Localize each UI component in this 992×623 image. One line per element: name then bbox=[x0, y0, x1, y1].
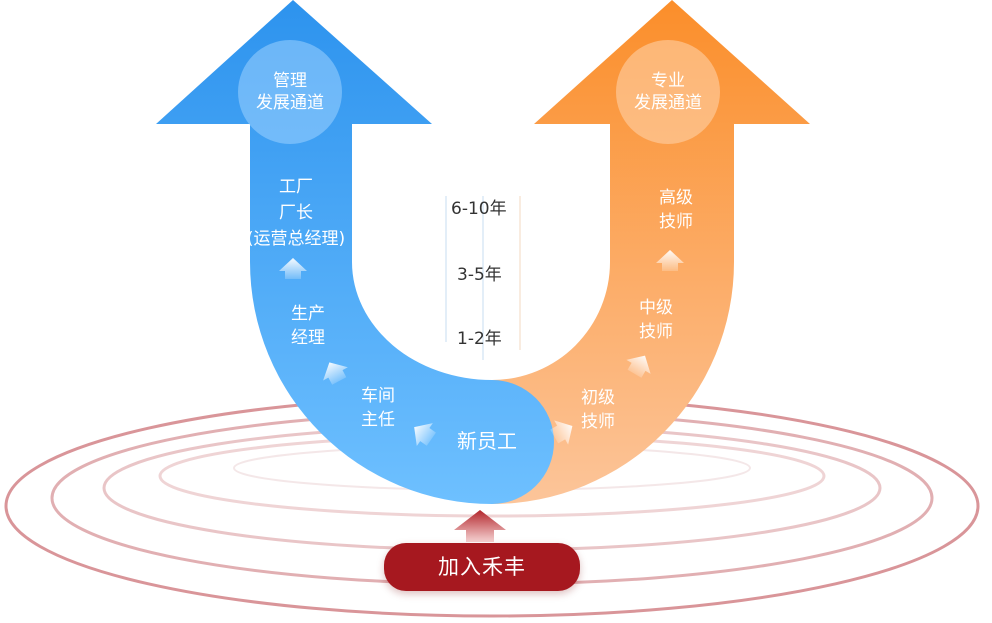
start-label: 新员工 bbox=[457, 429, 517, 453]
step-line: 生产 bbox=[291, 304, 325, 324]
management-title-circle bbox=[238, 40, 342, 144]
up-arrow-icon bbox=[626, 355, 651, 378]
title-line: 发展通道 bbox=[634, 93, 702, 113]
title-line: 发展通道 bbox=[256, 93, 324, 113]
step-line: (运营总经理) bbox=[246, 229, 346, 249]
step-line: 初级 bbox=[581, 388, 615, 408]
year-label-3-5: 3-5年 bbox=[457, 265, 502, 285]
step-workshop-director: 车间 主任 bbox=[338, 384, 418, 432]
management-path-title: 管理 发展通道 bbox=[240, 70, 340, 114]
year-label-1-2: 1-2年 bbox=[457, 329, 502, 349]
step-senior-technician: 高级 技师 bbox=[636, 186, 716, 234]
step-junior-technician: 初级 技师 bbox=[558, 386, 638, 434]
step-line: 厂长 bbox=[279, 203, 313, 223]
step-production-manager: 生产 经理 bbox=[268, 302, 348, 350]
step-line: 技师 bbox=[581, 412, 615, 432]
step-line: 工厂 bbox=[279, 177, 313, 197]
step-intermediate-technician: 中级 技师 bbox=[616, 296, 696, 344]
year-label-6-10: 6-10年 bbox=[451, 199, 507, 219]
join-button[interactable]: 加入禾丰 bbox=[384, 543, 580, 591]
step-line: 高级 bbox=[659, 188, 693, 208]
professional-path-title: 专业 发展通道 bbox=[618, 70, 718, 114]
step-line: 技师 bbox=[639, 322, 673, 342]
timeline-lines bbox=[445, 196, 521, 360]
step-line: 车间 bbox=[361, 386, 395, 406]
title-line: 专业 bbox=[651, 71, 685, 91]
start-new-employee: 新员工 bbox=[442, 430, 532, 452]
entry-arrow-icon bbox=[454, 510, 506, 542]
up-arrow-icon bbox=[414, 423, 436, 447]
up-arrow-icon bbox=[550, 420, 573, 445]
step-factory-director: 工厂 厂长 (运营总经理) bbox=[226, 174, 366, 252]
up-arrow-icon bbox=[656, 250, 684, 271]
professional-title-circle bbox=[616, 40, 720, 144]
step-line: 经理 bbox=[291, 328, 325, 348]
up-arrow-icon bbox=[279, 258, 307, 279]
step-line: 技师 bbox=[659, 212, 693, 232]
professional-path-arrow bbox=[492, 0, 810, 504]
step-line: 中级 bbox=[639, 298, 673, 318]
title-line: 管理 bbox=[273, 71, 307, 91]
step-line: 主任 bbox=[361, 410, 395, 430]
up-arrow-icon bbox=[323, 362, 348, 385]
